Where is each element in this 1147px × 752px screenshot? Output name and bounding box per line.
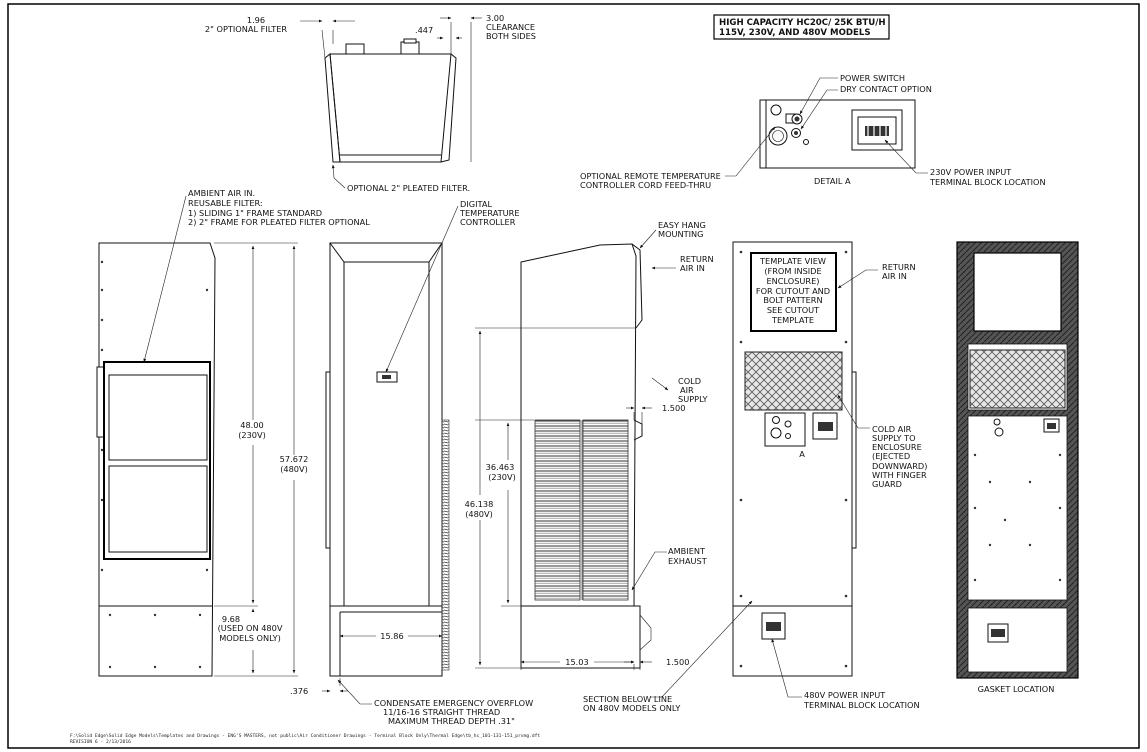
cold-air-line-3: SUPPLY [678, 394, 709, 404]
gasket-location-label: GASKET LOCATION [978, 684, 1055, 694]
detail-a-marker: A [799, 449, 805, 459]
dim-968-sub-2: MODELS ONLY) [219, 633, 281, 643]
template-line-6: SEE CUTOUT [767, 305, 820, 315]
front-view: DIGITAL TEMPERATURE CONTROLLER 15.86 .37… [290, 199, 533, 726]
gasket-view: GASKET LOCATION [956, 241, 1079, 694]
power-480-line-2: TERMINAL BLOCK LOCATION [803, 700, 920, 710]
gasket-holes [973, 453, 1062, 582]
side-view-rivets [100, 260, 209, 669]
template-line-2: (FROM INSIDE [764, 266, 821, 276]
dim-1500-top: 1.500 [662, 403, 685, 413]
rear-view: EASY HANG MOUNTING RETURN AIR IN COLD AI… [465, 220, 714, 670]
cold-supply-line-6: WITH FINGER [872, 470, 927, 480]
ambient-exhaust-line-1: AMBIENT [668, 546, 706, 556]
footer-path: F:\Solid Edge\Solid Edge Models\Template… [70, 733, 540, 739]
easy-hang-line-1: EASY HANG [658, 220, 706, 230]
ambient-air-line-3: 1) SLIDING 1" FRAME STANDARD [188, 208, 322, 218]
ambient-air-line-1: AMBIENT AIR IN. [188, 188, 255, 198]
power-230-line-2: TERMINAL BLOCK LOCATION [929, 177, 1046, 187]
top-view: 1.96 2" OPTIONAL FILTER 3.00 CLEARANCE B… [205, 13, 536, 193]
condensate-line-3: MAXIMUM THREAD DEPTH .31" [388, 716, 515, 726]
template-line-1: TEMPLATE VIEW [759, 256, 826, 266]
dim-filter-value: 1.96 [247, 15, 265, 25]
cold-supply-line-3: ENCLOSURE [872, 442, 922, 452]
dim-57: 57.672 [280, 454, 309, 464]
dim-clearance-line-2: BOTH SIDES [486, 31, 536, 41]
dim-1586: 15.86 [380, 631, 403, 641]
template-line-7: TEMPLATE [771, 315, 814, 325]
easy-hang-line-2: MOUNTING [658, 229, 704, 239]
footer-revision: REVISION 6 - 2/13/2016 [70, 739, 131, 745]
power-480-line-1: 480V POWER INPUT [804, 690, 886, 700]
cold-air-line-2: AIR [680, 385, 694, 395]
dry-contact-label: DRY CONTACT OPTION [840, 84, 932, 94]
dim-36463-sub: (230V) [488, 472, 516, 482]
ambient-air-line-4: 2) 2" FRAME FOR PLEATED FILTER OPTIONAL [188, 217, 370, 227]
dim-36463: 36.463 [486, 462, 515, 472]
title-block: HIGH CAPACITY HC20C/ 25K BTU/H 115V, 230… [713, 14, 890, 40]
condensate-line-2: 11/16-16 STRAIGHT THREAD [383, 707, 500, 717]
dim-1500-bottom: 1.500 [666, 657, 689, 667]
cold-supply-line-7: GUARD [872, 479, 902, 489]
dim-clearance-line-1: CLEARANCE [486, 22, 535, 32]
cold-supply-line-5: DOWNWARD) [872, 461, 927, 471]
condensate-line-1: CONDENSATE EMERGENCY OVERFLOW [374, 698, 533, 708]
section-line-1: SECTION BELOW LINE [583, 694, 672, 704]
power-230-line-1: 230V POWER INPUT [930, 167, 1012, 177]
digital-line-2: TEMPERATURE [459, 208, 520, 218]
dim-clearance-value: 3.00 [486, 13, 504, 23]
ambient-exhaust-line-2: EXHAUST [668, 556, 708, 566]
dim-46138: 46.138 [465, 499, 494, 509]
digital-line-1: DIGITAL [460, 199, 492, 209]
dim-968-sub-1: (USED ON 480V [218, 623, 283, 633]
rear-return-line-2: AIR IN [680, 263, 705, 273]
remote-temp-line-2: CONTROLLER CORD FEED-THRU [580, 180, 711, 190]
detail-a-label: DETAIL A [814, 176, 851, 186]
power-switch-label: POWER SWITCH [840, 73, 905, 83]
remote-temp-line-1: OPTIONAL REMOTE TEMPERATURE [580, 171, 721, 181]
template-line-3: ENCLOSURE) [767, 276, 820, 286]
cold-supply-line-2: SUPPLY TO [872, 433, 916, 443]
pleated-filter-label: OPTIONAL 2" PLEATED FILTER. [347, 183, 470, 193]
digital-line-3: CONTROLLER [460, 217, 516, 227]
side-view: AMBIENT AIR IN. REUSABLE FILTER: 1) SLID… [96, 188, 370, 677]
template-line-4: FOR CUTOUT AND [756, 286, 830, 296]
cold-supply-line-1: COLD AIR [872, 424, 912, 434]
enclosure-view: TEMPLATE VIEW (FROM INSIDE ENCLOSURE) FO… [583, 241, 927, 713]
cold-supply-line-4: (EJECTED [872, 451, 910, 461]
dim-1503: 15.03 [565, 657, 588, 667]
enclosure-holes [739, 250, 848, 668]
dim-447: .447 [415, 25, 433, 35]
rear-return-line-1: RETURN [680, 254, 714, 264]
title-line-2: 115V, 230V, AND 480V MODELS [719, 28, 871, 38]
dim-968: 9.68 [222, 614, 240, 624]
dim-48: 48.00 [240, 420, 263, 430]
title-line-1: HIGH CAPACITY HC20C/ 25K BTU/H [719, 18, 886, 28]
dim-57-sub: (480V) [280, 464, 308, 474]
dim-48-sub: (230V) [238, 430, 266, 440]
section-line-2: ON 480V MODELS ONLY [583, 703, 681, 713]
detail-a: POWER SWITCH DRY CONTACT OPTION OPTIONAL… [580, 73, 1046, 190]
dim-376: .376 [290, 686, 308, 696]
drawing-border [7, 3, 1140, 749]
enclosure-return-line-1: RETURN [882, 262, 916, 272]
dim-filter-label: 2" OPTIONAL FILTER [205, 24, 287, 34]
enclosure-return-line-2: AIR IN [882, 271, 907, 281]
ambient-air-line-2: REUSABLE FILTER: [188, 198, 263, 208]
footer: F:\Solid Edge\Solid Edge Models\Template… [70, 733, 540, 745]
dim-46138-sub: (480V) [465, 509, 493, 519]
cold-air-line-1: COLD [678, 376, 701, 386]
template-line-5: BOLT PATTERN [763, 295, 822, 305]
